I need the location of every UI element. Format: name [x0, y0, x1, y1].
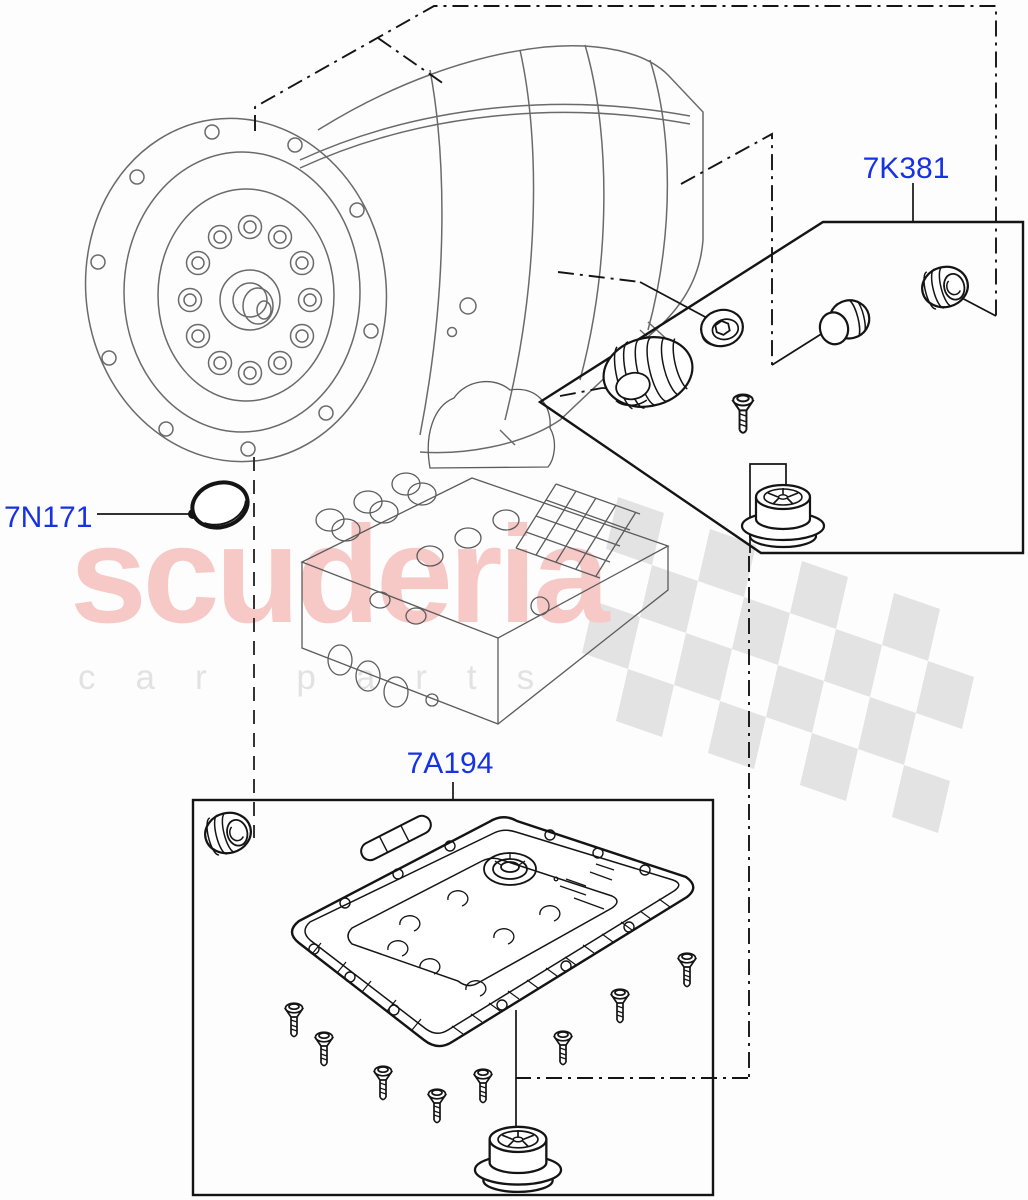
- parts-group-7n171: 7N171: [4, 457, 255, 838]
- watermark: scuderia car parts: [70, 497, 974, 833]
- parts-group-7a194: 7A194: [191, 747, 715, 1197]
- threaded-sleeve: [602, 336, 694, 410]
- connector-lines: [516, 556, 750, 1079]
- part-label-7a194[interactable]: 7A194: [407, 747, 494, 780]
- pan-markings: [553, 863, 615, 910]
- leader-drain-plug: [749, 463, 787, 553]
- parts-group-7k381: 7K381: [537, 152, 1025, 555]
- leader-grommet: [957, 295, 997, 317]
- pan-bolt-holes: [308, 829, 651, 1016]
- case-plug: [813, 294, 875, 349]
- o-ring-seal: [190, 480, 250, 530]
- pan-filler-plug: [483, 852, 537, 886]
- solenoids: [315, 472, 520, 567]
- leader-plug-medium: [771, 330, 827, 366]
- drain-plug-lower: [473, 1125, 563, 1194]
- magnet-strip: [360, 814, 432, 862]
- part-label-7k381[interactable]: 7K381: [863, 152, 950, 185]
- rim-hatching: [311, 898, 671, 1035]
- drain-plug-upper: [740, 483, 826, 549]
- part-box-7k381: [537, 220, 1025, 555]
- mesh-grid: [515, 483, 641, 579]
- oil-pan: [290, 816, 695, 1048]
- leader-plug-small: [639, 281, 710, 320]
- part-label-7n171[interactable]: 7N171: [4, 501, 92, 534]
- valve-body: [300, 380, 670, 725]
- assembly-boundary: [254, 5, 997, 397]
- watermark-tagline: car parts: [78, 658, 574, 697]
- flexplate-bolts: [177, 214, 323, 386]
- part-box-7a194: [191, 798, 715, 1197]
- bellhousing-bolt-holes: [90, 124, 379, 457]
- blind-grommet: [916, 260, 974, 314]
- pan-ribs: [387, 890, 561, 997]
- pan-grommet: [199, 806, 257, 860]
- watermark-brand: scuderia: [70, 498, 611, 652]
- transmission-assembly: [84, 44, 704, 463]
- small-screw: [732, 393, 754, 434]
- hex-socket-plug: [696, 304, 748, 352]
